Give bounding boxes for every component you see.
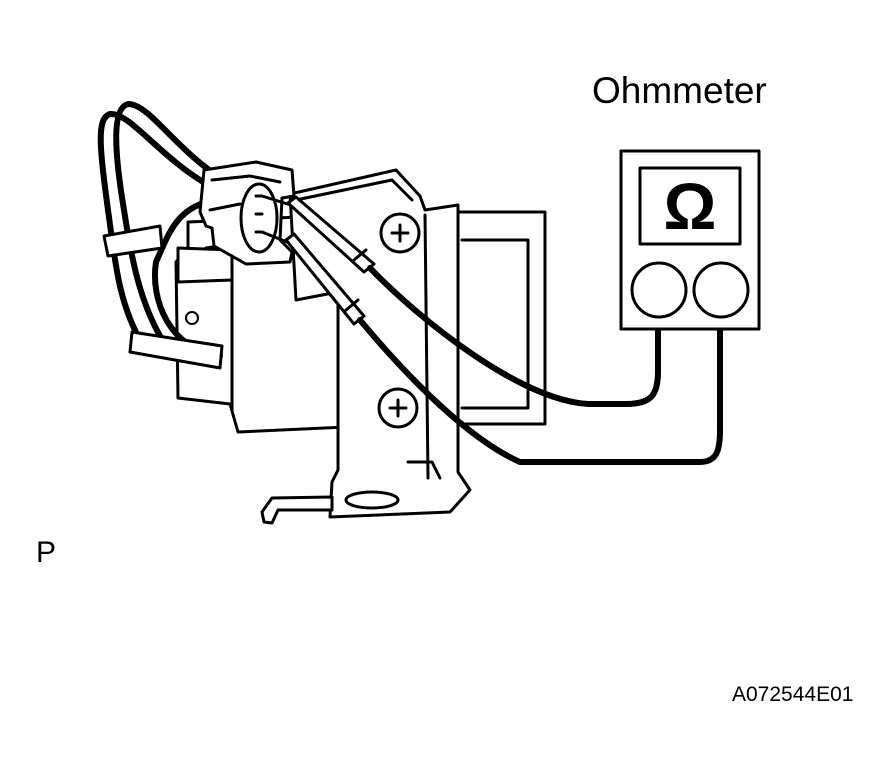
omega-icon: Ω xyxy=(663,169,717,243)
view-letter-label: P xyxy=(36,536,57,569)
test-leads xyxy=(357,265,723,465)
connector-plug xyxy=(198,160,296,266)
test-probes xyxy=(260,194,376,326)
figure-code-label: A072544E01 xyxy=(732,683,854,706)
ohmmeter xyxy=(619,149,761,331)
ohmmeter-label: Ohmmeter xyxy=(592,70,767,111)
harness-wires xyxy=(97,101,234,370)
